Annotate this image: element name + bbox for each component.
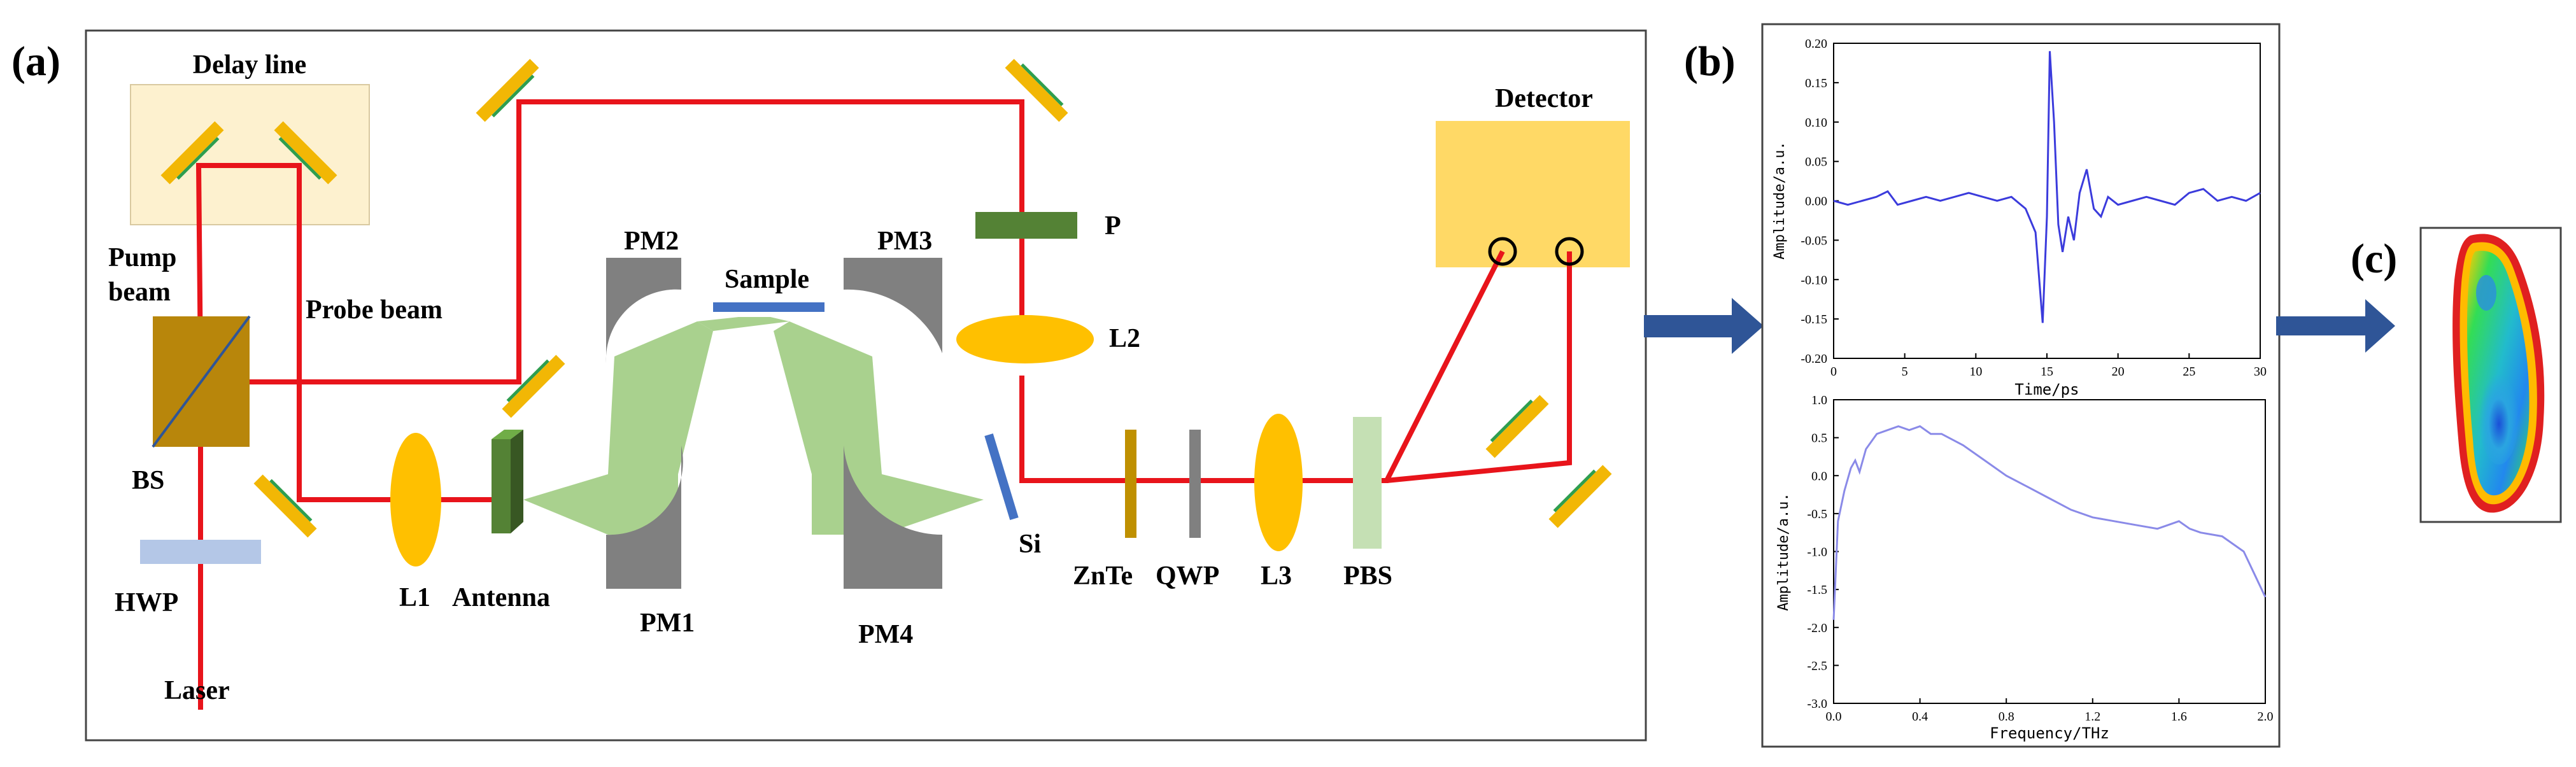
pm3	[844, 258, 942, 353]
freq-chart: 1.0 0.5 0.0 -0.5 -1.0 -1.5 -2.0 -2.5 -3.0 0.0 0.4…	[1776, 393, 2274, 742]
si-label: Si	[1019, 530, 1041, 559]
time-chart-xtick-label: 10	[1969, 365, 1982, 379]
bs-label: BS	[132, 466, 164, 495]
pbs	[1353, 417, 1382, 549]
hwp-plate	[140, 540, 261, 564]
time-chart-xtick-label: 5	[1902, 365, 1908, 379]
lens-l3	[1254, 414, 1303, 551]
time-chart-ytick-label: -0.05	[1801, 234, 1827, 248]
freq-chart-ytick-label: -2.0	[1807, 621, 1827, 635]
freq-chart-ytick-label: 1.0	[1811, 393, 1827, 407]
mirror-delay-left	[160, 121, 224, 185]
freq-chart-ytick-label: 0.0	[1811, 469, 1827, 483]
detector-port-1	[1488, 237, 1517, 266]
si-wafer	[984, 433, 1019, 521]
time-chart-ytick-label: -0.20	[1801, 352, 1827, 366]
freq-spectrum-line	[1832, 425, 2267, 620]
time-chart-ylabel: Amplitude/a.u.	[1772, 141, 1788, 259]
lens-l2	[956, 315, 1094, 363]
panel-b-tag: (b)	[1684, 38, 1736, 85]
qwp-label: QWP	[1156, 561, 1219, 591]
p-label: P	[1105, 211, 1121, 241]
l1-label: L1	[399, 583, 430, 612]
time-chart-xtick-label: 0	[1830, 365, 1837, 379]
mirror-probe-mid	[502, 355, 565, 418]
time-chart-ytick-label: 0.00	[1805, 195, 1827, 209]
time-chart-xtick-label: 15	[2041, 365, 2053, 379]
mirror-top-left	[476, 59, 539, 122]
detector-label: Detector	[1495, 84, 1593, 113]
l2-label: L2	[1109, 324, 1140, 353]
pm1-label: PM1	[640, 609, 695, 638]
freq-chart-xtick-label: 1.6	[2171, 710, 2187, 724]
panel-a-tag: (a)	[11, 38, 60, 85]
time-chart-xtick-label: 30	[2254, 365, 2267, 379]
freq-chart-xtick-label: 0.8	[1999, 710, 2014, 724]
time-chart-xtick-label: 20	[2112, 365, 2125, 379]
hwp-label: HWP	[115, 588, 178, 617]
lens-l1	[390, 433, 441, 566]
time-chart-ytick-label: 0.10	[1805, 116, 1827, 130]
delay-line-box	[130, 84, 370, 225]
pump-beam-label-2: beam	[108, 278, 171, 307]
detector-port-2	[1555, 237, 1584, 266]
antenna-label: Antenna	[452, 583, 550, 612]
laser-label: Laser	[164, 676, 230, 705]
pm2-label: PM2	[624, 227, 679, 256]
time-chart: 0.20 0.15 0.10 0.05 0.00 -0.05 -0.10 -0.15 -0.20…	[1772, 37, 2267, 398]
znte-label: ZnTe	[1073, 561, 1133, 591]
terahertz-image	[2452, 234, 2545, 513]
pm1	[606, 446, 683, 589]
parabolic-mirrors	[605, 258, 942, 589]
sample-label: Sample	[725, 265, 809, 294]
arrow-a-to-b	[1644, 298, 1764, 354]
time-chart-ytick-label: -0.15	[1801, 313, 1827, 327]
freq-chart-ytick-label: -2.5	[1807, 659, 1827, 673]
time-chart-xtick-label: 25	[2183, 365, 2195, 379]
time-chart-ytick-label: 0.05	[1805, 155, 1827, 169]
panel-c-tag: (c)	[2351, 236, 2397, 282]
detector-box	[1436, 121, 1630, 267]
freq-chart-ytick-label: -1.0	[1807, 545, 1827, 559]
mirror-top-right	[1005, 59, 1068, 122]
freq-chart-ytick-label: -3.0	[1807, 697, 1827, 711]
pm3-label: PM3	[877, 227, 932, 256]
freq-chart-ytick-label: -1.5	[1807, 583, 1827, 597]
freq-chart-xlabel: Frequency/THz	[1990, 724, 2109, 742]
panel-b-frame	[1761, 23, 2281, 748]
freq-chart-xtick-label: 0.0	[1826, 710, 1842, 724]
time-chart-ytick-label: 0.20	[1805, 37, 1827, 51]
pm2	[605, 258, 681, 363]
freq-chart-ytick-label: 0.5	[1811, 432, 1827, 446]
freq-chart-ytick-label: -0.5	[1807, 507, 1827, 521]
znte-crystal	[1125, 430, 1136, 538]
polarizer-p	[975, 212, 1077, 239]
delay-line-label: Delay line	[193, 50, 306, 80]
l3-label: L3	[1261, 561, 1292, 591]
probe-beam-label: Probe beam	[306, 295, 442, 325]
mirrors	[160, 59, 1612, 538]
mirror-delay-right	[274, 121, 337, 185]
pbs-label: PBS	[1343, 561, 1392, 591]
mirror-detector-upper	[1485, 395, 1549, 458]
antenna	[492, 430, 523, 533]
pm4	[844, 446, 942, 589]
pump-beam-label-1: Pump	[108, 243, 176, 272]
freq-chart-xtick-label: 0.4	[1912, 710, 1928, 724]
beam-splitter	[152, 315, 251, 448]
qwp-plate	[1189, 430, 1201, 538]
time-chart-ytick-label: -0.10	[1801, 273, 1827, 287]
freq-chart-ylabel: Amplitude/a.u.	[1776, 493, 1792, 610]
time-chart-xlabel: Time/ps	[2014, 381, 2079, 398]
arrow-b-to-c	[2276, 299, 2395, 353]
pm4-label: PM4	[858, 620, 913, 649]
freq-chart-xtick-label: 1.2	[2084, 710, 2100, 724]
time-chart-ytick-label: 0.15	[1805, 76, 1827, 90]
sample-plate	[713, 302, 824, 312]
mirror-pump-low	[253, 474, 317, 538]
mirror-detector-lower	[1548, 465, 1612, 528]
freq-chart-xtick-label: 2.0	[2258, 710, 2274, 724]
time-signal-line	[1833, 51, 2261, 323]
